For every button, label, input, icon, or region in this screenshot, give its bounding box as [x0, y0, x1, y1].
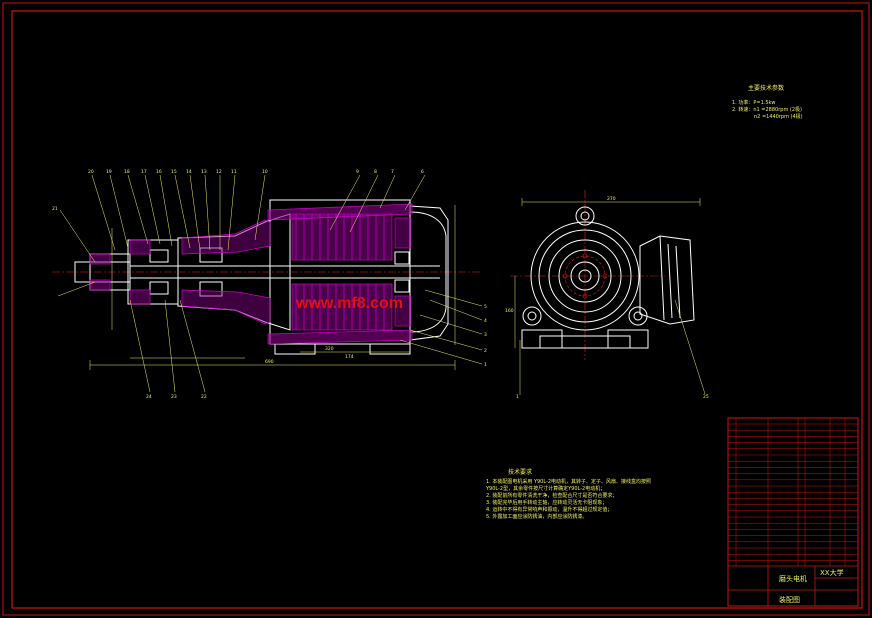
svg-text:7: 7 — [391, 169, 394, 175]
svg-text:12: 12 — [216, 169, 222, 175]
section-dim-2: 174 — [345, 354, 354, 360]
section-dim-1: 690 — [265, 359, 274, 365]
title-drawing-type: 装配图 — [779, 595, 800, 604]
end-dim-side: 160 — [505, 308, 514, 314]
svg-text:3: 3 — [484, 332, 487, 338]
title-company: XX大学 — [820, 568, 844, 577]
svg-text:10: 10 — [262, 169, 268, 175]
svg-text:17: 17 — [141, 169, 147, 175]
svg-text:4: 4 — [484, 318, 487, 324]
tech-note-6: 5. 外露加工面应涂防锈油，内部应涂防锈漆。 — [486, 513, 587, 520]
svg-text:9: 9 — [356, 169, 359, 175]
svg-text:8: 8 — [374, 169, 377, 175]
end-view: 270 160 1 25 — [505, 190, 709, 400]
tech-note-4: 3. 装配完毕后用手转动主轴，应转动灵活无卡阻现象； — [486, 499, 607, 506]
svg-text:14: 14 — [186, 169, 192, 175]
end-dim-top: 270 — [607, 196, 616, 202]
spec-title: 主要技术参数 — [748, 84, 784, 92]
tech-note-5: 4. 运转中不得有异常响声和振动，温升不得超过规定值； — [486, 506, 612, 513]
svg-text:11: 11 — [231, 169, 237, 175]
watermark: www.mf8.com — [295, 295, 403, 312]
tech-notes: 技术要求 1. 本装配图电机采用 Y90L-2电动机，其转子、定子、风扇、接线盒… — [485, 468, 651, 520]
svg-text:23: 23 — [171, 394, 177, 400]
svg-text:20: 20 — [88, 169, 94, 175]
svg-text:18: 18 — [124, 169, 130, 175]
svg-text:5: 5 — [484, 304, 487, 310]
inner-frame — [11, 10, 863, 609]
tech-note-1: 1. 本装配图电机采用 Y90L-2电动机，其转子、定子、风扇、接线盒均按照 — [486, 478, 651, 485]
tech-note-2: Y90L-2型，其余零件按尺寸计算确定Y90L-2电动机； — [485, 485, 605, 492]
svg-text:6: 6 — [421, 169, 424, 175]
svg-text:19: 19 — [106, 169, 112, 175]
svg-text:16: 16 — [156, 169, 162, 175]
parts-list: XX大学 磨头电机 装配图 — [727, 417, 859, 607]
svg-text:21: 21 — [52, 206, 58, 212]
svg-text:1: 1 — [516, 394, 519, 400]
svg-text:13: 13 — [201, 169, 207, 175]
spec-line-3: n2 =1440rpm (4极) — [754, 113, 803, 120]
tech-note-3: 2. 装配前所有零件清洗干净，检查配合尺寸是否符合要求； — [486, 492, 617, 499]
svg-text:24: 24 — [146, 394, 152, 400]
spec-line-1: 1. 功率：P=1.5kw — [732, 99, 776, 106]
spec-block: 主要技术参数 1. 功率：P=1.5kw 2. 转速：n1 =2880rpm (… — [732, 84, 803, 120]
section-dim-3: 320 — [325, 346, 334, 352]
svg-text:15: 15 — [171, 169, 177, 175]
title-drawing-name: 磨头电机 — [779, 574, 807, 583]
svg-text:1: 1 — [484, 362, 487, 368]
svg-text:2: 2 — [484, 348, 487, 354]
spec-line-2: 2. 转速：n1 =2880rpm (2极) — [732, 106, 802, 113]
svg-text:25: 25 — [703, 394, 709, 400]
svg-text:22: 22 — [201, 394, 207, 400]
tech-notes-title: 技术要求 — [508, 468, 532, 476]
